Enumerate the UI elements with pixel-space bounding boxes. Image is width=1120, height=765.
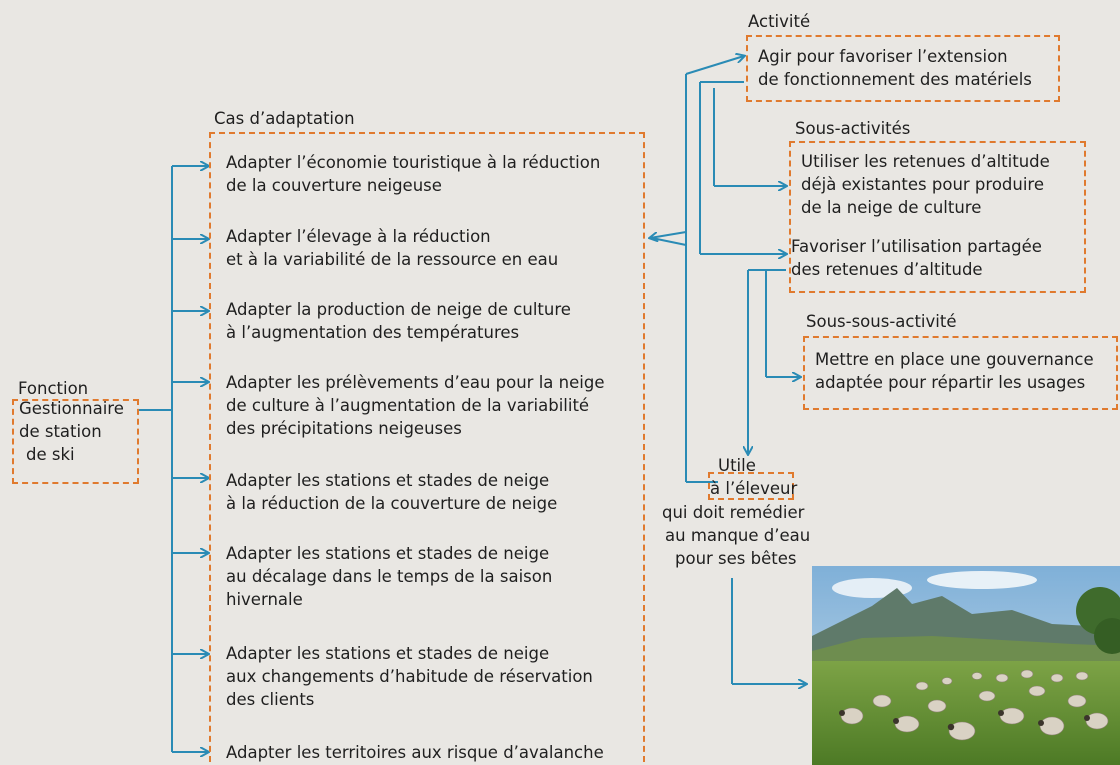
- fonction-line: de ski: [26, 445, 75, 464]
- cas-item-line: à l’augmentation des températures: [226, 323, 520, 342]
- sous-activites-box: Utiliser les retenues d’altitude déjà ex…: [789, 141, 1086, 293]
- sheep-grazing-photo: [812, 566, 1120, 765]
- cas-item-line: Adapter l’économie touristique à la rédu…: [226, 153, 601, 172]
- utile-line: à l’éleveur: [710, 479, 798, 498]
- sous-activite-line: déjà existantes pour produire: [801, 175, 1045, 194]
- utile-line: pour ses bêtes: [675, 549, 797, 568]
- utile-box: [708, 472, 794, 500]
- cas-item-line: de culture à l’augmentation de la variab…: [226, 396, 590, 415]
- cas-item-line: Adapter les territoires aux risque d’ava…: [226, 743, 604, 762]
- cas-box: Adapter l’économie touristique à la rédu…: [209, 132, 645, 762]
- cas-item-line: des clients: [226, 690, 315, 709]
- cas-item-line: hivernale: [226, 590, 303, 609]
- sous-activites-title: Sous-activités: [795, 119, 911, 138]
- cas-item-line: à la réduction de la couverture de neige: [226, 494, 558, 513]
- sous-sous-box: Mettre en place une gouvernance adaptée …: [803, 336, 1118, 410]
- cas-item-line: aux changements d’habitude de réservatio…: [226, 667, 593, 686]
- utile-line: qui doit remédier: [662, 503, 805, 522]
- cas-item-line: Adapter les stations et stades de neige: [226, 544, 550, 563]
- utile-line: au manque d’eau: [665, 526, 811, 545]
- fonction-line: de station: [19, 422, 102, 441]
- sous-sous-line: Mettre en place une gouvernance: [815, 350, 1094, 369]
- cas-title: Cas d’adaptation: [214, 109, 355, 128]
- fonction-box: Gestionnaire de station de ski: [12, 399, 139, 484]
- activite-line: de fonctionnement des matériels: [758, 70, 1032, 89]
- sous-activite-line: Favoriser l’utilisation partagée: [791, 237, 1042, 256]
- sous-activite-line: Utiliser les retenues d’altitude: [801, 152, 1050, 171]
- cas-item-line: au décalage dans le temps de la saison: [226, 567, 553, 586]
- sous-activite-line: de la neige de culture: [801, 198, 982, 217]
- cas-item-line: Adapter les stations et stades de neige: [226, 644, 550, 663]
- sous-sous-title: Sous-sous-activité: [806, 312, 957, 331]
- sous-sous-line: adaptée pour répartir les usages: [815, 373, 1086, 392]
- cas-item-line: Adapter l’élevage à la réduction: [226, 227, 491, 246]
- cas-item-line: Adapter les prélèvements d’eau pour la n…: [226, 373, 605, 392]
- cas-item-line: Adapter les stations et stades de neige: [226, 471, 550, 490]
- utile-line: Utile: [718, 456, 756, 475]
- cas-item-line: de la couverture neigeuse: [226, 176, 442, 195]
- activite-line: Agir pour favoriser l’extension: [758, 47, 1008, 66]
- fonction-title: Fonction: [18, 379, 89, 398]
- activite-title: Activité: [748, 12, 811, 31]
- sous-activite-line: des retenues d’altitude: [791, 260, 983, 279]
- activite-box: Agir pour favoriser l’extension de fonct…: [746, 35, 1060, 102]
- cas-item-line: et à la variabilité de la ressource en e…: [226, 250, 559, 269]
- cas-item-line: des précipitations neigeuses: [226, 419, 462, 438]
- cas-item-line: Adapter la production de neige de cultur…: [226, 300, 571, 319]
- fonction-line: Gestionnaire: [19, 399, 124, 418]
